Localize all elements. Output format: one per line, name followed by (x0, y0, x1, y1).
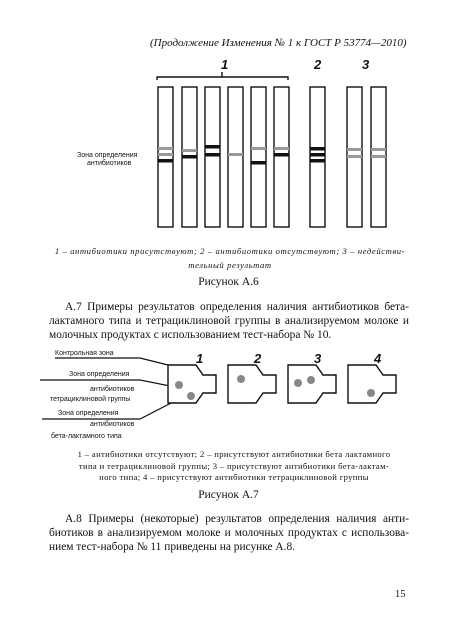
beta-zone-label-line2: антибиотиков (90, 420, 135, 428)
paragraph-a8-line1: А.8 Примеры (некоторые) результатов опре… (65, 513, 409, 525)
card-2-spot (237, 375, 245, 383)
strip-1c (204, 86, 221, 228)
figure-a7-caption-line2: типа и тетрациклиновой группы; 3 – прису… (78, 460, 390, 471)
paragraph-a8-line3: нием тест-набора № 11 приведены на рисун… (49, 541, 296, 553)
strip-1a (157, 86, 174, 228)
paragraph-a7: А.7 Примеры результатов определения нали… (49, 300, 409, 342)
tetra-zone-leader (40, 379, 176, 388)
group-1-brace (156, 72, 289, 80)
strip-bands (158, 145, 386, 165)
zone-label-line1: Зона определения (77, 152, 138, 159)
beta-zone-leader (42, 400, 176, 420)
figure-a7-caption-line1: 1 – антибиотики отсутствуют; 2 – присутс… (77, 449, 391, 459)
control-zone-leader (55, 357, 177, 368)
page-number: 15 (395, 589, 406, 600)
paragraph-a8-line2: биотиков в анализируемом молоке и молочн… (49, 527, 409, 539)
tetra-zone-label-line2: антибиотиков (90, 385, 135, 393)
tetra-zone-label-line1: Зона определения (69, 371, 130, 378)
card-2-number: 2 (253, 351, 262, 366)
figure-a7-caption-line3: ного типа; 4 – присутствуют антибиотики … (99, 472, 369, 482)
card-4 (347, 364, 397, 404)
paragraph-a8: А.8 Примеры (некоторые) результатов опре… (49, 512, 409, 554)
figure-a7-title: Рисунок А.7 (198, 489, 259, 501)
group-2-label: 2 (313, 57, 322, 72)
zone-label-line2: антибиотиков (87, 159, 132, 167)
card-3-number: 3 (314, 351, 322, 366)
control-zone-label: Контрольная зона (55, 350, 114, 357)
beta-zone-label-line3: бета-лактамного типа (51, 432, 122, 440)
card-1-spot-beta (187, 392, 195, 400)
card-1-spot-tetra (175, 381, 183, 389)
paragraph-a7-line1: А.7 Примеры результатов определения нали… (65, 301, 409, 313)
figure-a6-caption: 1 – антибиотики присутствуют; 2 – антиби… (50, 244, 410, 272)
strip-1f (273, 86, 290, 228)
figure-a6-title: Рисунок А.6 (198, 276, 259, 288)
figure-a6-caption-line1: 1 – антибиотики присутствуют; 2 – антиби… (54, 246, 406, 256)
figure-a6-caption-line2: тельный результат (188, 260, 272, 270)
beta-zone-label-line1: Зона определения (58, 410, 119, 417)
paragraph-a7-line3: молочных продуктах с использованием тест… (49, 329, 332, 341)
figure-a7-caption: 1 – антибиотики отсутствуют; 2 – присутс… (50, 449, 418, 484)
tetra-zone-label-line3: тетрациклиновой группы (50, 395, 130, 403)
page-header: (Продолжение Изменения № 1 к ГОСТ Р 5377… (150, 37, 407, 49)
group-1-label: 1 (221, 57, 228, 72)
strip-2 (309, 86, 326, 228)
strip-1d (227, 86, 244, 228)
card-1 (167, 364, 217, 404)
card-3-spot-beta (307, 376, 315, 384)
paragraph-a7-line2: лактамного типа и тетрациклиновой группы… (49, 315, 409, 327)
card-2 (227, 364, 277, 404)
figure-a7: Контрольная зона Зона определения антиби… (40, 350, 397, 440)
card-3-spot-tetra (294, 379, 302, 387)
card-4-number: 4 (373, 351, 382, 366)
strip-1e (250, 86, 267, 228)
card-4-spot (367, 389, 375, 397)
card-1-number: 1 (196, 351, 203, 366)
figure-a6: 1 2 3 Зона определения антибиотиков (77, 57, 387, 228)
group-3-label: 3 (362, 57, 370, 72)
card-3 (287, 364, 337, 404)
